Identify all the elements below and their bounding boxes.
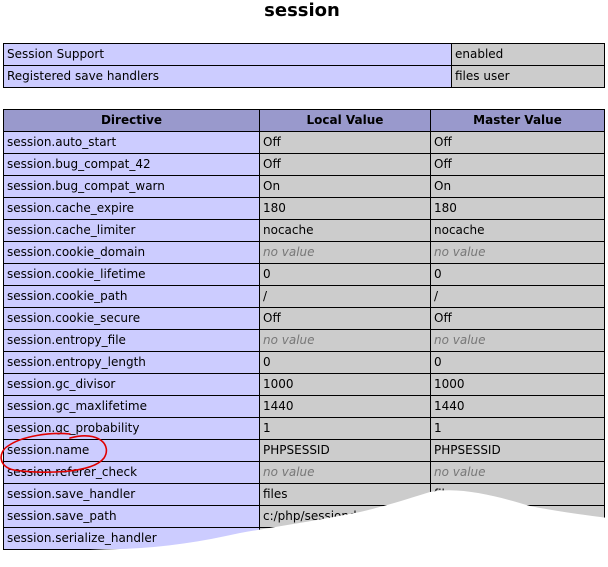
local-value: no value bbox=[259, 461, 431, 484]
local-value: no value bbox=[259, 329, 431, 352]
local-value: On bbox=[259, 175, 431, 198]
directive-name: session.entropy_file bbox=[3, 329, 260, 352]
master-value: 1440 bbox=[430, 395, 605, 418]
local-value: files bbox=[259, 483, 431, 506]
table-row: session.cookie_path// bbox=[3, 285, 605, 308]
local-value: c:/php/sessiondata/ bbox=[259, 505, 431, 528]
local-value-column-header: Local Value bbox=[259, 109, 431, 132]
session-support-table: Session Support enabled Registered save … bbox=[3, 43, 605, 88]
master-value: nocache bbox=[430, 219, 605, 242]
local-value: Off bbox=[259, 153, 431, 176]
master-value: 0 bbox=[430, 263, 605, 286]
local-value: 0 bbox=[259, 351, 431, 374]
local-value: 0 bbox=[259, 263, 431, 286]
master-value: no value bbox=[430, 329, 605, 352]
master-value: no value bbox=[430, 241, 605, 264]
table-row: session.serialize_handler bbox=[3, 527, 605, 550]
master-value bbox=[430, 505, 605, 528]
master-value: files bbox=[430, 483, 605, 506]
master-value: / bbox=[430, 285, 605, 308]
master-value: Off bbox=[430, 153, 605, 176]
directive-name: session.gc_divisor bbox=[3, 373, 260, 396]
directive-name: session.save_handler bbox=[3, 483, 260, 506]
directive-name: session.cookie_secure bbox=[3, 307, 260, 330]
directive-name: session.auto_start bbox=[3, 131, 260, 154]
master-value: 180 bbox=[430, 197, 605, 220]
directive-name: session.referer_check bbox=[3, 461, 260, 484]
local-value: 1000 bbox=[259, 373, 431, 396]
master-value: Off bbox=[430, 131, 605, 154]
directive-name: session.cache_limiter bbox=[3, 219, 260, 242]
directive-name: session.bug_compat_warn bbox=[3, 175, 260, 198]
local-value bbox=[259, 527, 431, 550]
local-value: Off bbox=[259, 307, 431, 330]
directive-name: session.gc_maxlifetime bbox=[3, 395, 260, 418]
table-row: Registered save handlers files user bbox=[3, 65, 605, 88]
master-value: PHPSESSID bbox=[430, 439, 605, 462]
directive-name: session.cookie_domain bbox=[3, 241, 260, 264]
directive-name: session.cookie_lifetime bbox=[3, 263, 260, 286]
directive-name: session.serialize_handler bbox=[3, 527, 260, 550]
table-row: Session Support enabled bbox=[3, 43, 605, 66]
local-value: / bbox=[259, 285, 431, 308]
master-value: no value bbox=[430, 461, 605, 484]
local-value: 180 bbox=[259, 197, 431, 220]
save-handlers-value: files user bbox=[451, 65, 605, 88]
directive-name: session.cookie_path bbox=[3, 285, 260, 308]
page-title: session bbox=[264, 0, 340, 21]
local-value: nocache bbox=[259, 219, 431, 242]
local-value: 1440 bbox=[259, 395, 431, 418]
master-value: 0 bbox=[430, 351, 605, 374]
master-value: Off bbox=[430, 307, 605, 330]
directive-name: session.entropy_length bbox=[3, 351, 260, 374]
master-value bbox=[430, 527, 605, 550]
local-value: PHPSESSID bbox=[259, 439, 431, 462]
master-value: 1 bbox=[430, 417, 605, 440]
directive-name: session.bug_compat_42 bbox=[3, 153, 260, 176]
directive-name: session.cache_expire bbox=[3, 197, 260, 220]
directive-name: session.save_path bbox=[3, 505, 260, 528]
directive-name: session.name bbox=[3, 439, 260, 462]
save-handlers-label: Registered save handlers bbox=[3, 65, 452, 88]
local-value: no value bbox=[259, 241, 431, 264]
master-value-column-header: Master Value bbox=[430, 109, 605, 132]
local-value: Off bbox=[259, 131, 431, 154]
table-header-row: Directive Local Value Master Value bbox=[3, 109, 605, 132]
local-value: 1 bbox=[259, 417, 431, 440]
master-value: On bbox=[430, 175, 605, 198]
master-value: 1000 bbox=[430, 373, 605, 396]
directives-table: Directive Local Value Master Value sessi… bbox=[3, 109, 605, 550]
directive-name: session.gc_probability bbox=[3, 417, 260, 440]
session-support-value: enabled bbox=[451, 43, 605, 66]
session-support-label: Session Support bbox=[3, 43, 452, 66]
directive-column-header: Directive bbox=[3, 109, 260, 132]
